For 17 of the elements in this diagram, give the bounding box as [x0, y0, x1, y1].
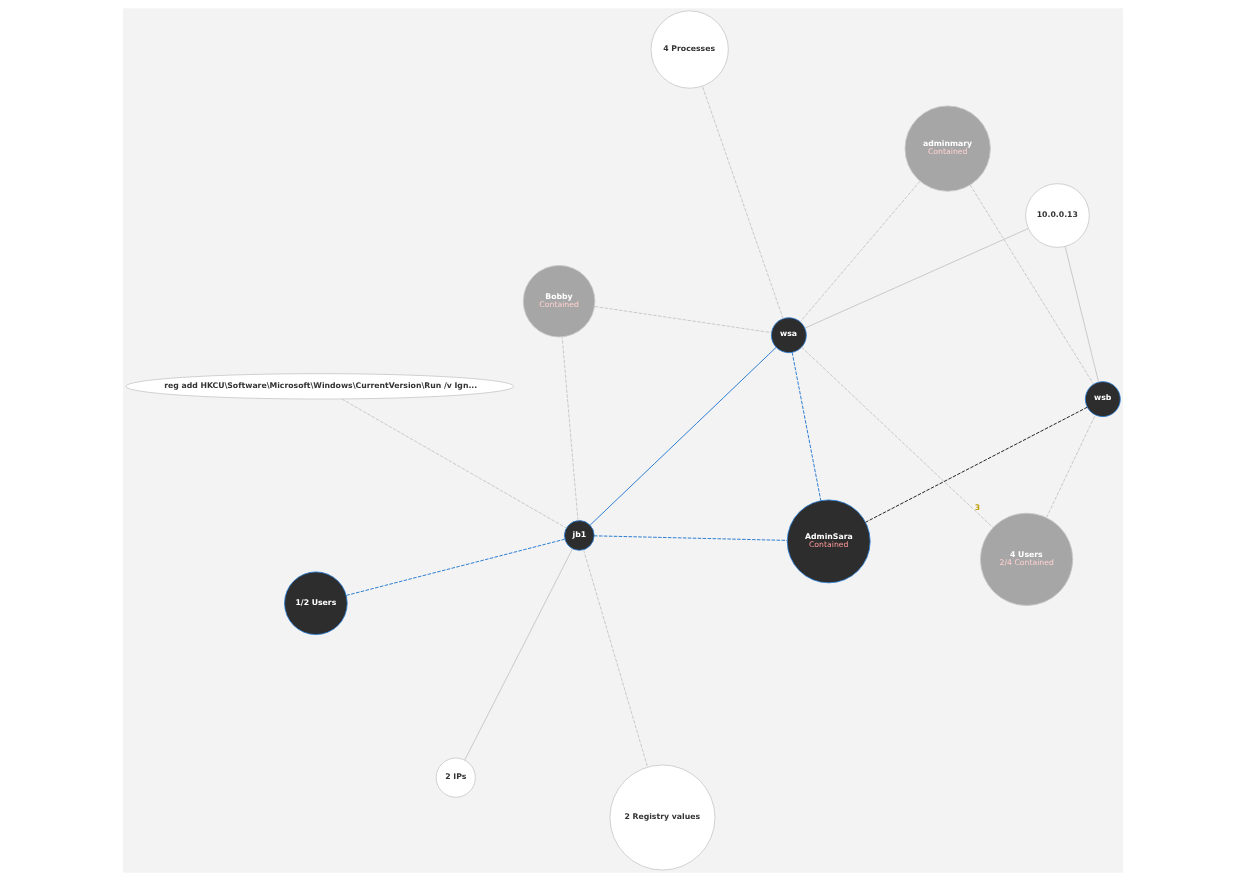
connector — [1064, 245, 1100, 383]
connector — [791, 351, 822, 502]
connector — [799, 180, 921, 323]
connector — [801, 346, 994, 528]
connector — [341, 398, 567, 529]
connector — [804, 228, 1029, 329]
connector — [594, 306, 772, 334]
connector — [589, 346, 777, 526]
connector — [345, 538, 566, 596]
connector — [969, 184, 1095, 385]
connector — [561, 336, 579, 522]
connector — [464, 548, 573, 761]
connector — [1046, 414, 1096, 518]
connector — [583, 549, 649, 768]
connector — [701, 85, 784, 320]
connector — [593, 535, 788, 541]
connector — [864, 406, 1088, 523]
